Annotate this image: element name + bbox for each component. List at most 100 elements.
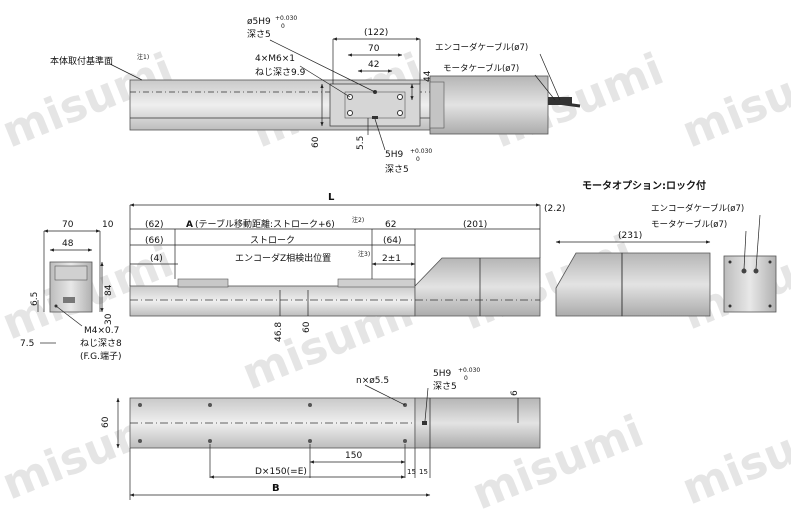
mount-hole xyxy=(138,403,142,407)
encoder-cable-label: エンコーダケーブル(ø7) xyxy=(435,42,528,53)
dim-A-note: 注2) xyxy=(352,216,364,224)
dim-15b: 15 xyxy=(419,468,428,476)
mount-hole xyxy=(208,439,212,443)
enc-z-note: 注3) xyxy=(358,250,370,258)
stroke-label: ストローク xyxy=(250,235,295,246)
pin-hole-label: ø5H9 xyxy=(247,17,271,27)
top-view: 本体取付基準面 注1) ø5H9 +0.030 0 深さ5 4×M6×1 ねじ深… xyxy=(50,15,581,175)
enc-z-label: エンコーダZ相検出位置 xyxy=(235,252,331,264)
motor-cable-label: モータケーブル(ø7) xyxy=(443,63,519,74)
mount-hole xyxy=(308,439,312,443)
dim-64: (64) xyxy=(383,236,401,246)
tap-depth-label: ねじ深さ9.9 xyxy=(255,67,306,78)
dim-A-desc: (テーブル移動距離:ストローク+6) xyxy=(195,218,335,230)
leader-line xyxy=(534,74,556,101)
slot-tol-lower: 0 xyxy=(416,156,420,163)
slide-table-end xyxy=(337,278,416,288)
motor-flange xyxy=(429,81,445,129)
slot-depth-label: 深さ5 xyxy=(385,164,409,175)
dim-60: 60 xyxy=(311,136,321,148)
actuator-body xyxy=(129,285,416,317)
lock-motor-cable-label: モータケーブル(ø7) xyxy=(651,219,727,230)
pitch-label: D×150(=E) xyxy=(255,467,307,477)
screw-icon xyxy=(768,260,772,264)
dim-70: 70 xyxy=(368,44,380,54)
mount-hole xyxy=(138,439,142,443)
dim-42: 42 xyxy=(368,60,379,70)
slot-label: 5H9 xyxy=(385,150,403,160)
lock-option-view: モータオプション:ロック付 (231) エンコーダケーブル(ø7) モータケーブ… xyxy=(555,179,777,317)
dim-70: 70 xyxy=(62,220,74,230)
dim-60: 60 xyxy=(101,416,111,428)
dim-2-2: (2.2) xyxy=(544,204,565,214)
leader-line xyxy=(743,230,747,270)
base-ref-note: 注1) xyxy=(137,53,149,61)
dim-2pm1: 2±1 xyxy=(382,254,401,264)
dim-122: (122) xyxy=(364,28,388,38)
slot-hole xyxy=(372,116,378,119)
motor-body xyxy=(429,75,549,135)
dim-201: (201) xyxy=(463,220,487,230)
dim-6-5: 6.5 xyxy=(30,292,40,306)
n-holes-label: n×ø5.5 xyxy=(356,376,389,386)
leader-line xyxy=(55,305,83,327)
dim-5-5: 5.5 xyxy=(356,136,366,150)
dim-4: (4) xyxy=(150,254,163,264)
dim-46-8: 46.8 xyxy=(274,322,284,342)
bottom-view: 60 n×ø5.5 5H9 +0.030 0 深さ5 6 150 D×150(=… xyxy=(101,367,541,500)
pin-tol-upper: +0.030 xyxy=(275,15,297,22)
dim-44: 44 xyxy=(423,70,433,82)
end-table xyxy=(54,265,88,281)
watermark-text: misumi xyxy=(675,401,791,515)
side-view: 70 48 6.5 84 30 7.5 M4×0.7 ねじ深さ8 (F.G.端子… xyxy=(20,220,122,362)
dim-48: 48 xyxy=(62,239,74,249)
mount-hole xyxy=(308,403,312,407)
slot-hole xyxy=(422,421,427,425)
screw-icon xyxy=(728,260,732,264)
motor-body xyxy=(414,397,541,449)
dim-84: 84 xyxy=(104,284,114,296)
leader-line xyxy=(755,214,761,270)
tap-label: 4×M6×1 xyxy=(255,54,295,64)
dim-10: 10 xyxy=(102,220,114,230)
dim-30: 30 xyxy=(104,313,114,325)
leader-line xyxy=(109,63,143,81)
dim-15a: 15 xyxy=(407,468,416,476)
screw-icon xyxy=(728,304,732,308)
dim-150: 150 xyxy=(345,451,362,461)
dim-60: 60 xyxy=(302,321,312,333)
dim-L: L xyxy=(328,192,335,203)
lock-motor-end xyxy=(723,255,777,313)
leader-line xyxy=(269,39,376,93)
lock-option-title: モータオプション:ロック付 xyxy=(582,179,706,192)
dim-62: 62 xyxy=(385,220,396,230)
dim-66: (66) xyxy=(145,236,163,246)
lock-encoder-cable-label: エンコーダケーブル(ø7) xyxy=(651,203,744,214)
slot-tol-lower: 0 xyxy=(464,375,468,382)
watermark-text: misumi xyxy=(675,44,791,158)
leader-line xyxy=(364,384,406,406)
slot-depth-label: 深さ5 xyxy=(433,381,457,392)
leader-line xyxy=(299,65,351,98)
slot-tol-upper: +0.030 xyxy=(458,367,480,374)
pin-tol-lower: 0 xyxy=(281,23,285,30)
leader-line xyxy=(424,387,429,422)
leader-line xyxy=(374,118,386,151)
encoder-cable xyxy=(549,100,581,108)
dim-62a: (62) xyxy=(145,220,163,230)
slot-label: 5H9 xyxy=(433,369,451,379)
dim-231: (231) xyxy=(618,231,642,241)
motor-cable xyxy=(548,97,572,105)
fg-terminal-label: (F.G.端子) xyxy=(80,350,121,362)
side-tap-label: M4×0.7 xyxy=(84,326,119,336)
front-view: L 10 (62) A (テーブル移動距離:ストローク+6) 注2) 62 (2… xyxy=(102,192,565,342)
cable-port xyxy=(741,268,747,274)
mount-hole xyxy=(403,439,407,443)
motor-body xyxy=(414,257,541,317)
lock-motor-extension xyxy=(621,252,711,317)
mount-hole xyxy=(208,403,212,407)
fg-terminal xyxy=(63,297,75,303)
cable-port xyxy=(753,268,759,274)
